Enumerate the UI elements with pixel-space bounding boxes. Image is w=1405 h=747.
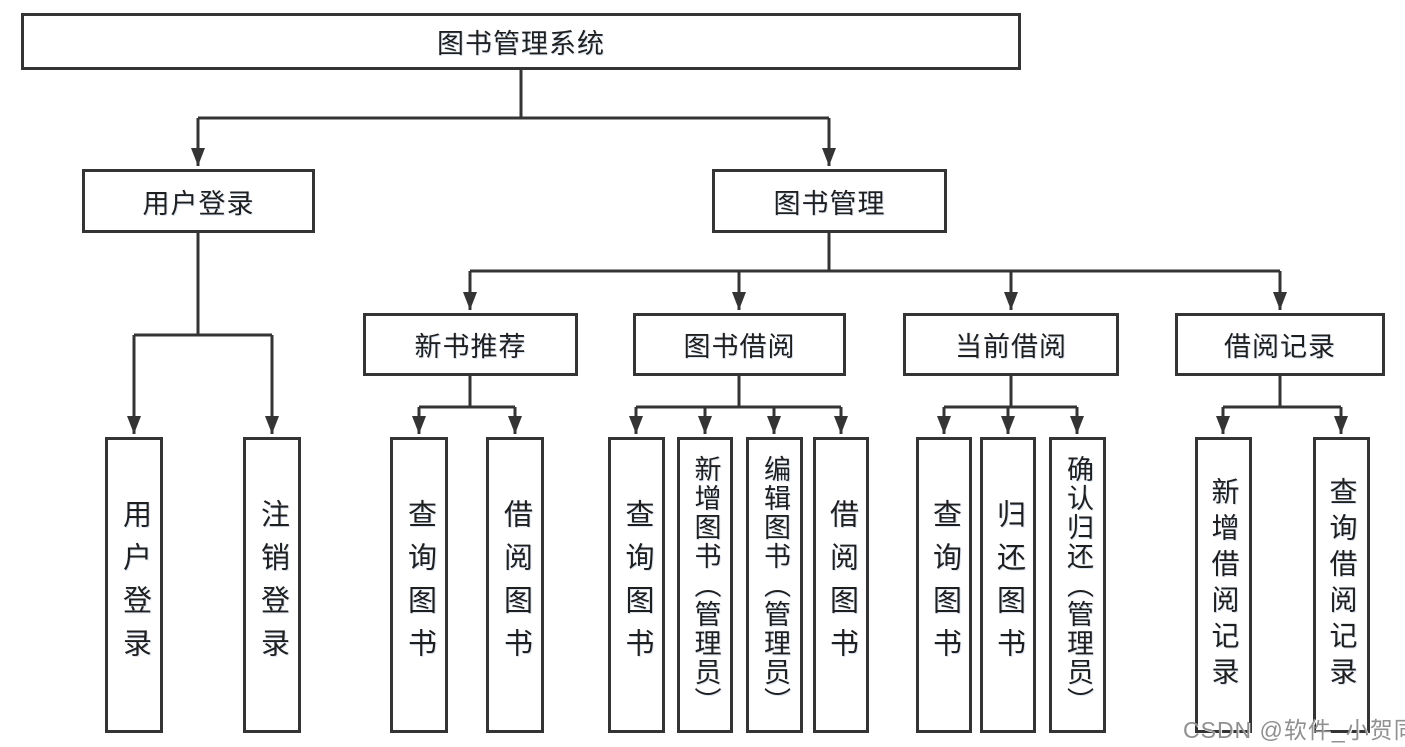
node-label: 图书管理 bbox=[773, 188, 886, 219]
node-book-borrow: 图书借阅 bbox=[633, 313, 846, 376]
node-label: 借阅记录 bbox=[1224, 332, 1336, 362]
edge-borrow-records-trunk bbox=[1223, 376, 1341, 409]
leaf-logout: 注销登录 bbox=[243, 437, 301, 733]
leaf-label: 新增图书（管理员） bbox=[690, 454, 721, 716]
leaf-label: 新增借阅记录 bbox=[1208, 477, 1240, 693]
leaf-label: 查询借阅记录 bbox=[1326, 477, 1358, 693]
csdn-watermark: CSDN @软件_小贺同学 bbox=[1183, 717, 1405, 743]
edge-root-trunk bbox=[198, 70, 829, 120]
node-book-management: 图书管理 bbox=[712, 169, 947, 233]
leaf-add-books-admin: 新增图书（管理员） bbox=[677, 437, 733, 733]
leaf-borrow-books: 借阅图书 bbox=[486, 437, 544, 733]
node-borrow-records: 借阅记录 bbox=[1175, 313, 1385, 376]
node-label: 图书借阅 bbox=[683, 332, 796, 362]
node-system-root: 图书管理系统 bbox=[21, 13, 1021, 70]
edge-book-borrow-trunk bbox=[636, 376, 841, 409]
node-label: 新书推荐 bbox=[414, 332, 527, 362]
leaf-add-borrow-record: 新增借阅记录 bbox=[1195, 437, 1252, 733]
node-current-borrow: 当前借阅 bbox=[903, 313, 1119, 376]
leaf-query-books: 查询图书 bbox=[916, 437, 972, 733]
node-label: 当前借阅 bbox=[955, 332, 1067, 362]
leaf-query-books: 查询图书 bbox=[390, 437, 448, 733]
leaf-label: 编辑图书（管理员） bbox=[760, 454, 790, 716]
leaf-user-login: 用户登录 bbox=[105, 437, 163, 733]
leaf-label: 查询图书 bbox=[403, 499, 436, 671]
node-user-login: 用户登录 bbox=[82, 169, 315, 233]
leaf-query-borrow-record: 查询借阅记录 bbox=[1313, 437, 1370, 733]
leaf-label: 查询图书 bbox=[928, 499, 961, 671]
edge-new-book-trunk bbox=[419, 376, 515, 409]
edge-user-login-trunk bbox=[134, 233, 272, 337]
leaf-confirm-return-admin: 确认归还（管理员） bbox=[1049, 437, 1106, 733]
edge-current-borrow-trunk bbox=[944, 376, 1077, 409]
leaf-label: 用户登录 bbox=[118, 499, 151, 671]
leaf-label: 借阅图书 bbox=[825, 499, 858, 671]
edge-book-mgmt-trunk bbox=[470, 233, 1280, 273]
leaf-label: 借阅图书 bbox=[499, 499, 532, 671]
leaf-borrow-books: 借阅图书 bbox=[813, 437, 869, 733]
leaf-query-books: 查询图书 bbox=[608, 437, 665, 733]
leaf-return-books: 归还图书 bbox=[980, 437, 1036, 733]
leaf-label: 确认归还（管理员） bbox=[1063, 454, 1093, 716]
leaf-edit-books-admin: 编辑图书（管理员） bbox=[746, 437, 803, 733]
leaf-label: 注销登录 bbox=[256, 499, 289, 671]
node-label: 用户登录 bbox=[142, 188, 255, 219]
leaf-label: 查询图书 bbox=[621, 499, 653, 671]
node-label: 图书管理系统 bbox=[437, 29, 605, 59]
node-new-book-recommend: 新书推荐 bbox=[363, 313, 578, 376]
leaf-label: 归还图书 bbox=[992, 499, 1025, 671]
